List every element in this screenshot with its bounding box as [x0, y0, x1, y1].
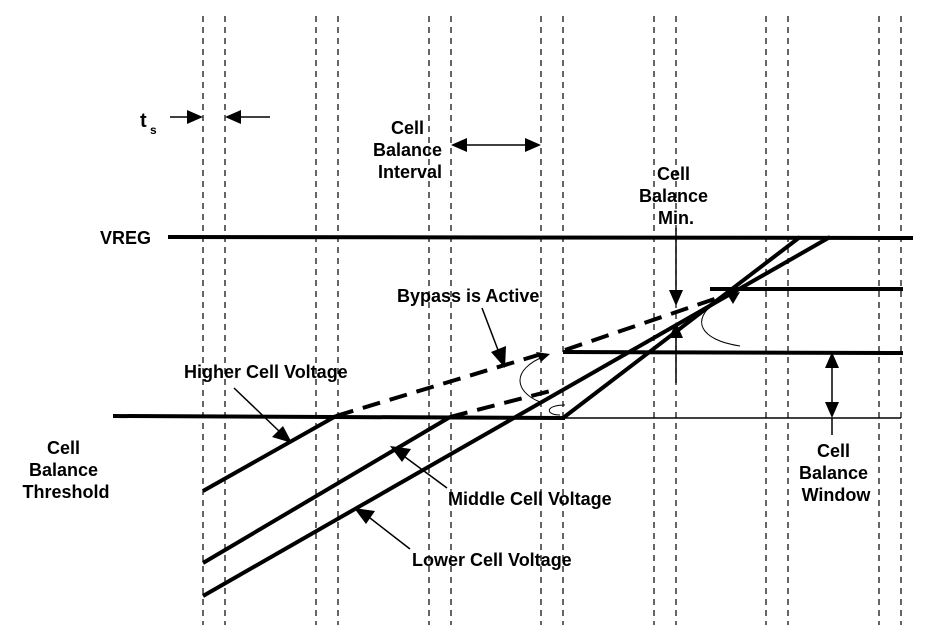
middle-pointer-line	[404, 456, 448, 489]
bypass-curve-arrowhead-3	[727, 292, 740, 304]
ts-subscript: s	[150, 123, 157, 137]
bypass-is-active-label: Bypass is Active	[397, 286, 539, 306]
middle-pointer-arrowhead	[390, 446, 411, 462]
vreg-line	[167, 235, 914, 240]
window-arrowhead-up	[825, 352, 839, 368]
higher-cell-voltage-label: Higher Cell Voltage	[184, 362, 348, 382]
cell-balance-interval-label: Cell Balance Interval	[373, 118, 447, 182]
lower-cell-voltage-label: Lower Cell Voltage	[412, 550, 572, 570]
bypass-curve-arrow-2	[548, 404, 566, 416]
sample-time-gridlines	[202, 16, 902, 625]
higher-pointer-arrowhead	[272, 426, 292, 443]
bypass-curve-arrow-1	[519, 355, 546, 403]
higher-pointer-line	[233, 387, 281, 433]
middle-cell-voltage-label: Middle Cell Voltage	[448, 489, 612, 509]
middle-cell-bypass-dashed	[449, 387, 559, 419]
bypass-pointer-arrowhead	[491, 346, 506, 368]
bypass-pointer-line	[481, 307, 499, 351]
cell-balance-threshold-label: Cell Balance Threshold	[22, 438, 109, 502]
ts-arrowhead-right	[187, 110, 203, 124]
min-arrowhead-up	[669, 322, 683, 338]
ts-label: t	[140, 110, 147, 132]
middle-cell-rising-line	[561, 235, 802, 420]
min-arrowhead-down	[669, 290, 683, 306]
lower-pointer-arrowhead	[354, 508, 375, 524]
cell-balance-interval-dimension	[451, 138, 541, 152]
lower-cell-voltage-line	[202, 235, 831, 598]
bypass-curve-arrowhead-1	[536, 352, 550, 362]
middle-cell-bypass-dashed-2	[564, 290, 736, 352]
cell-balance-window-label: Cell Balance Window	[799, 441, 873, 505]
vreg-label: VREG	[100, 228, 151, 248]
interval-arrowhead-left	[451, 138, 467, 152]
higher-cell-voltage-line	[202, 414, 337, 493]
window-arrowhead-down	[825, 402, 839, 418]
bypass-curve-arrow-3	[701, 301, 741, 347]
lower-pointer-line	[369, 517, 411, 550]
middle-cell-voltage-line	[201, 415, 452, 565]
cell-balance-window-dimension	[825, 352, 839, 435]
ts-arrowhead-left	[225, 110, 241, 124]
interval-arrowhead-right	[525, 138, 541, 152]
higher-cell-hold-line	[562, 350, 904, 355]
cell-balance-min-dimension	[669, 228, 683, 383]
ts-dimension	[170, 110, 270, 124]
cell-balance-min-label: Cell Balance Min.	[639, 164, 713, 228]
higher-cell-bypass-dashed	[335, 350, 549, 418]
